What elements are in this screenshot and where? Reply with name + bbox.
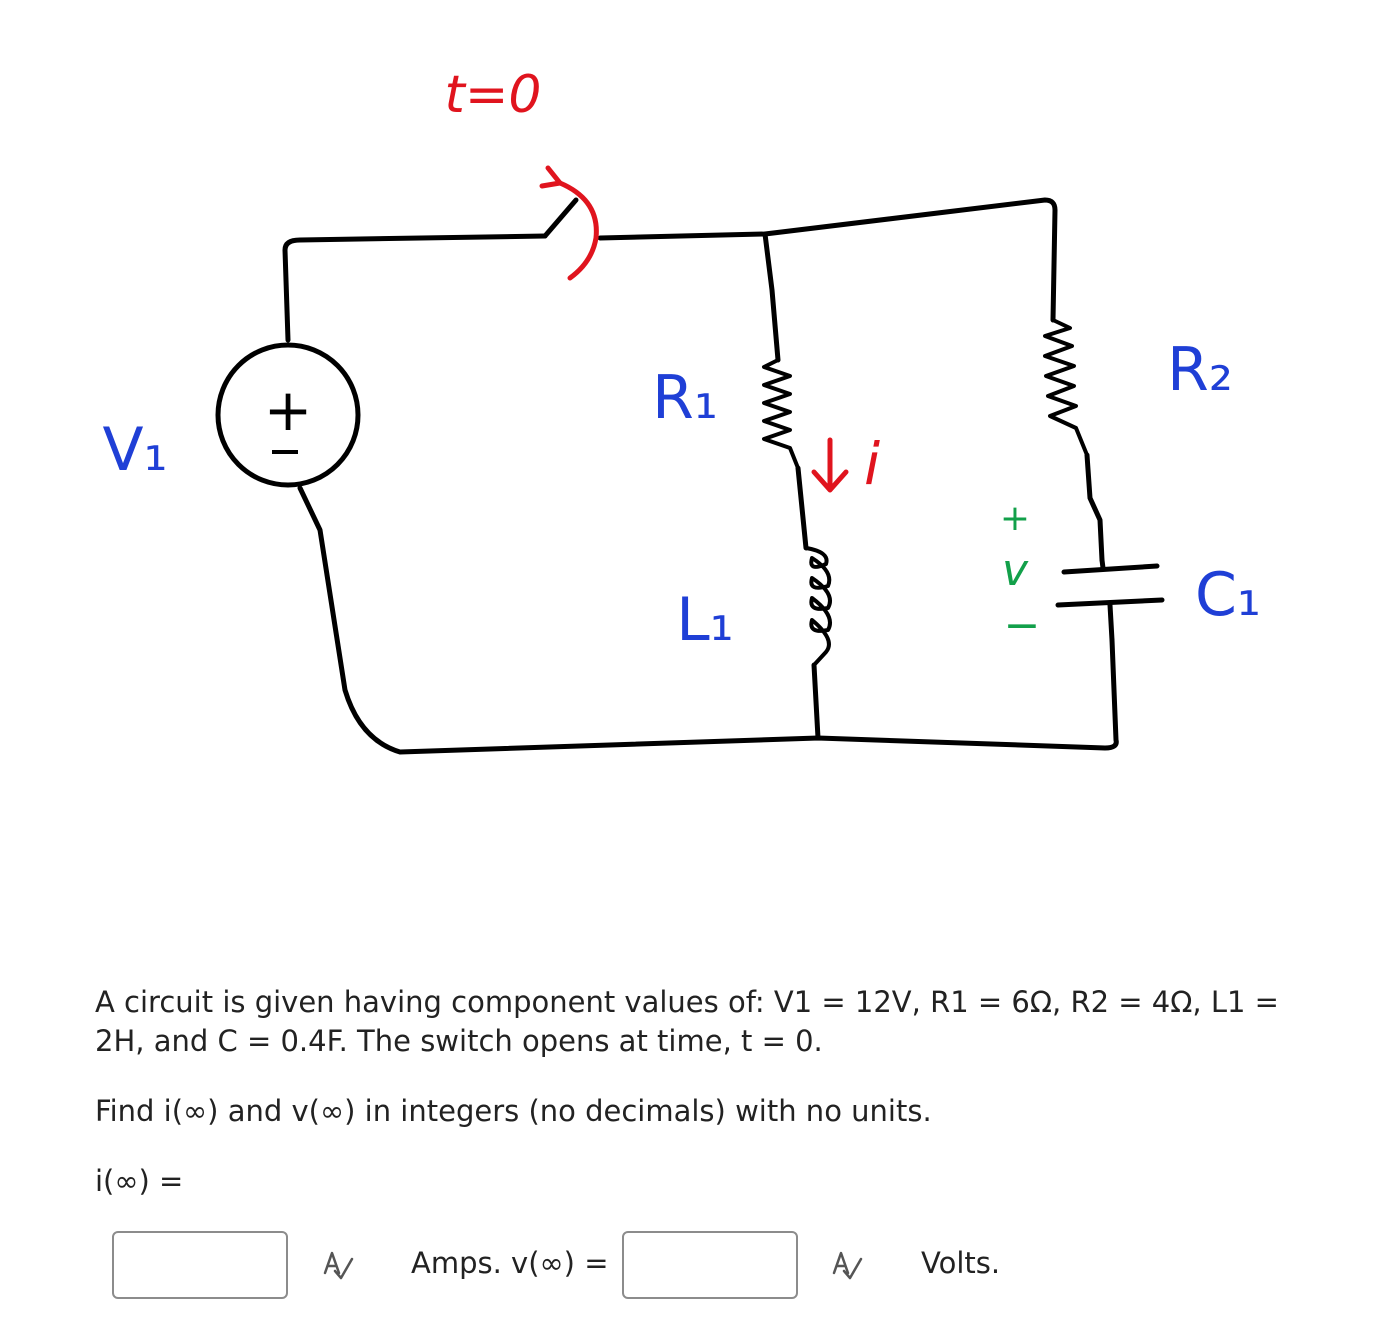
volts-label: Volts. (921, 1246, 1001, 1280)
switch (539, 165, 599, 281)
r2-label: R₂ (1167, 335, 1233, 405)
current-label: i (864, 430, 880, 498)
voltage-label: v (1002, 545, 1029, 596)
circuit-wires (282, 197, 1119, 755)
i-infinity-label: i(∞) = (95, 1164, 184, 1198)
voltage-source: + (215, 342, 361, 488)
voltage-minus-sign: − (1004, 600, 1041, 651)
problem-statement: A circuit is given having component valu… (95, 985, 1279, 1058)
spell-check-icon[interactable] (828, 1247, 864, 1283)
i-infinity-input[interactable] (112, 1231, 288, 1299)
switch-time-label: t=0 (444, 65, 541, 125)
source-plus-sign: + (264, 376, 313, 444)
v-infinity-input[interactable] (622, 1231, 798, 1299)
source-label: V₁ (102, 415, 167, 485)
l1-label: L₁ (676, 585, 733, 655)
amps-v-infinity-label: Amps. v(∞) = (411, 1246, 609, 1280)
l1-inductor (804, 546, 832, 667)
c1-label: C₁ (1195, 560, 1261, 630)
r1-label: R₁ (652, 363, 718, 433)
r1-resistor (762, 358, 800, 470)
current-arrow (811, 437, 849, 493)
r2-resistor (1043, 318, 1089, 457)
instructions: Find i(∞) and v(∞) in integers (no decim… (95, 1094, 932, 1128)
c1-capacitor (1055, 557, 1165, 643)
circuit-diagram: + t=0 i V₁ R₁ L₁ R₂ C₁ + v − (102, 65, 1261, 755)
voltage-plus-sign: + (1000, 498, 1030, 539)
spell-check-icon[interactable] (319, 1247, 355, 1283)
